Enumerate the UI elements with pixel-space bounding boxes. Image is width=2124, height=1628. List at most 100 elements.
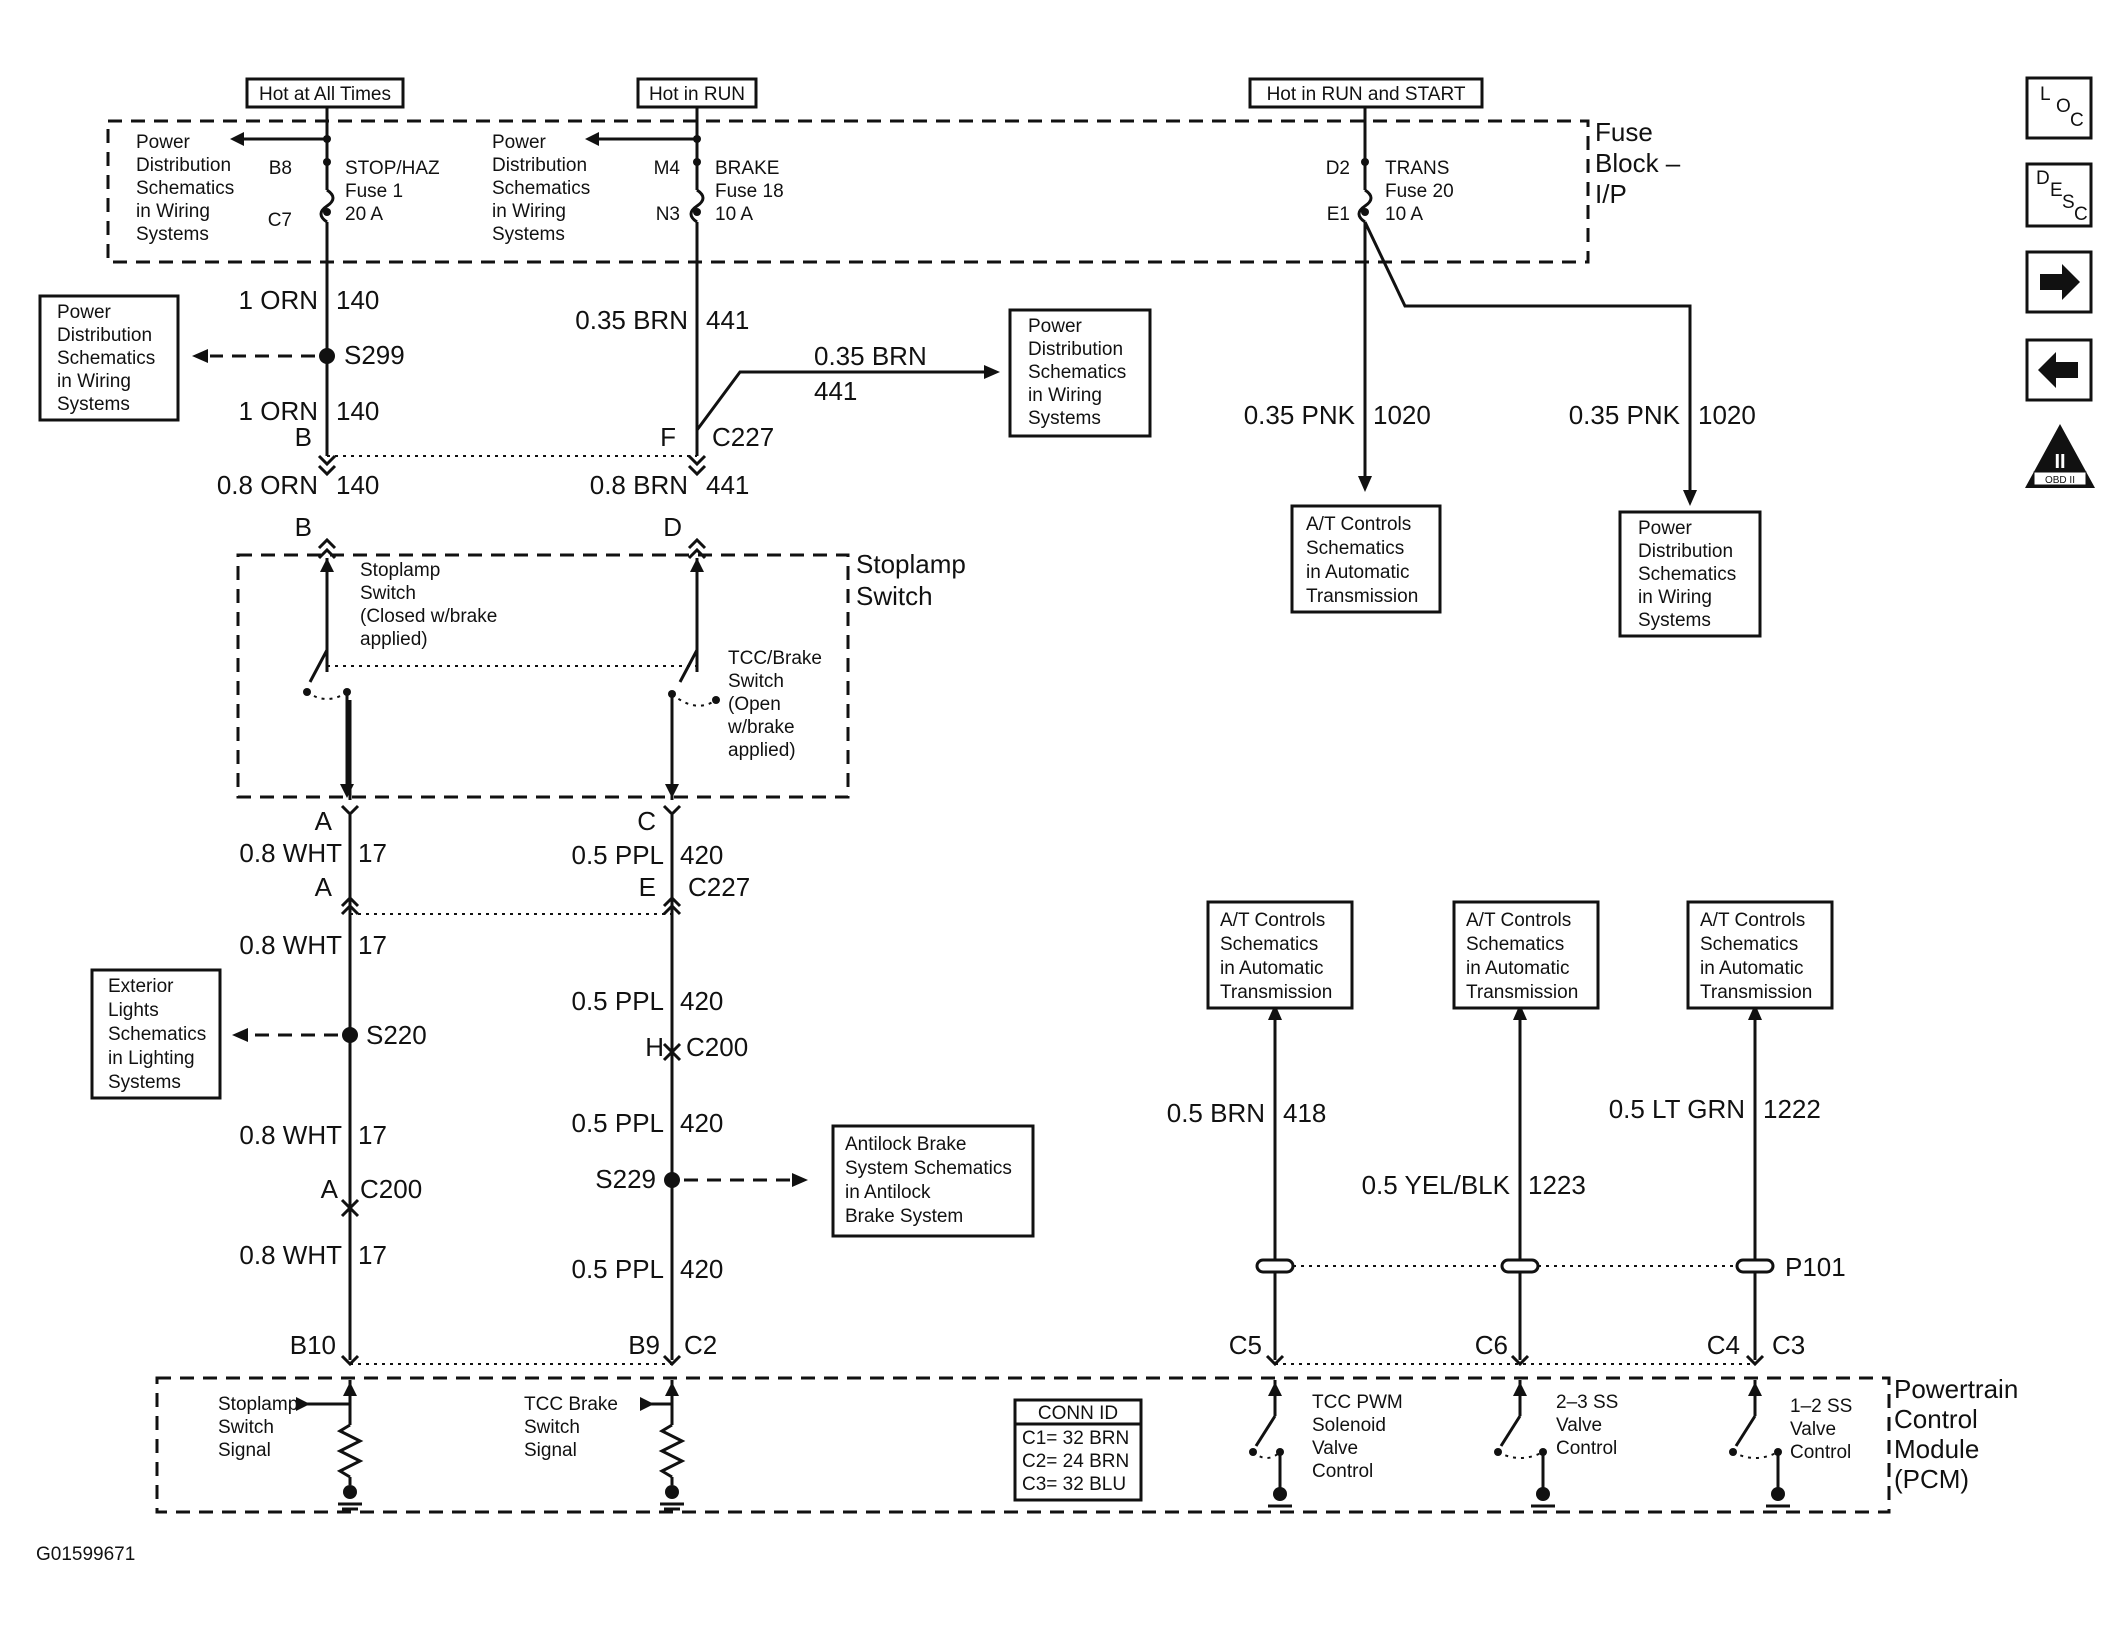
ref-at-1020[interactable]: A/T Controls Schematics in Automatic Tra… xyxy=(1290,504,1442,614)
tcc-brake-switch-label: TCC/Brake Switch (Open w/brake applied) xyxy=(727,648,822,761)
svg-text:in Automatic: in Automatic xyxy=(1700,958,1804,979)
stoplamp-switch-assembly: Stoplamp Switch xyxy=(236,549,966,799)
svg-text:420: 420 xyxy=(680,986,723,1016)
svg-text:C3= 32 BLU: C3= 32 BLU xyxy=(1022,1474,1126,1495)
ref-at-1223[interactable]: A/T Controls Schematics in Automatic Tra… xyxy=(1452,900,1600,1010)
ref-pd-441[interactable]: Power Distribution Schematics in Wiring … xyxy=(1008,308,1152,438)
svg-text:C6: C6 xyxy=(1475,1330,1508,1360)
wire-label-420-d: 0.5 PPL 420 xyxy=(571,1254,723,1284)
svg-text:S220: S220 xyxy=(366,1020,427,1050)
svg-text:STOP/HAZ: STOP/HAZ xyxy=(345,158,440,179)
svg-text:Brake System: Brake System xyxy=(845,1206,963,1227)
svg-text:Power: Power xyxy=(1638,518,1693,539)
svg-text:Stoplamp: Stoplamp xyxy=(218,1394,298,1415)
svg-text:H: H xyxy=(645,1032,664,1062)
next-arrow-button[interactable] xyxy=(2025,250,2093,314)
svg-text:0.35 BRN: 0.35 BRN xyxy=(575,305,688,335)
fuse-block-title: Fuse Block – I/P xyxy=(1595,117,1681,209)
svg-text:0.8 ORN: 0.8 ORN xyxy=(217,470,318,500)
ref-antilock-brake[interactable]: Antilock Brake System Schematics in Anti… xyxy=(831,1124,1035,1238)
svg-text:17: 17 xyxy=(358,838,387,868)
wire-label-17-b: 0.8 WHT 17 xyxy=(239,930,387,960)
svg-text:Schematics: Schematics xyxy=(1466,934,1564,955)
svg-text:0.8 BRN: 0.8 BRN xyxy=(590,470,688,500)
svg-text:OBD II: OBD II xyxy=(2045,475,2075,486)
svg-text:Solenoid: Solenoid xyxy=(1312,1415,1386,1436)
svg-text:1223: 1223 xyxy=(1528,1170,1586,1200)
svg-text:140: 140 xyxy=(336,470,379,500)
svg-text:Fuse: Fuse xyxy=(1595,117,1653,147)
wire-label-17-d: 0.8 WHT 17 xyxy=(239,1240,387,1270)
svg-text:I/P: I/P xyxy=(1595,179,1627,209)
conn-id-table: CONN ID C1= 32 BRN C2= 24 BRN C3= 32 BLU xyxy=(1013,1398,1143,1502)
loc-button[interactable]: L O C xyxy=(2025,76,2093,140)
svg-text:C3: C3 xyxy=(1772,1330,1805,1360)
svg-text:A/T Controls: A/T Controls xyxy=(1466,910,1571,931)
fuse-20-label: D2 E1 TRANS Fuse 20 10 A xyxy=(1326,158,1454,225)
svg-text:0.5 YEL/BLK: 0.5 YEL/BLK xyxy=(1362,1170,1511,1200)
ref-exterior-lights[interactable]: Exterior Lights Schematics in Lighting S… xyxy=(90,968,222,1100)
svg-text:Stoplamp: Stoplamp xyxy=(360,560,440,581)
svg-text:10 A: 10 A xyxy=(1385,204,1423,225)
svg-text:Control: Control xyxy=(1312,1461,1373,1482)
ref-at-418[interactable]: A/T Controls Schematics in Automatic Tra… xyxy=(1206,900,1354,1010)
svg-text:Distribution: Distribution xyxy=(136,155,231,176)
wire-label-441-branch: 0.35 BRN 441 xyxy=(814,341,1000,406)
ref-pd-s299[interactable]: Power Distribution Schematics in Wiring … xyxy=(38,294,180,422)
svg-text:Distribution: Distribution xyxy=(492,155,587,176)
svg-text:Hot in RUN and START: Hot in RUN and START xyxy=(1267,84,1466,105)
svg-text:N3: N3 xyxy=(656,204,680,225)
ref-at-1222[interactable]: A/T Controls Schematics in Automatic Tra… xyxy=(1686,900,1834,1010)
svg-text:System Schematics: System Schematics xyxy=(845,1158,1012,1179)
connector-c227-top: B F C227 B D xyxy=(295,422,774,560)
svg-text:Systems: Systems xyxy=(1638,610,1711,631)
svg-text:Control: Control xyxy=(1894,1404,1978,1434)
svg-text:D: D xyxy=(663,512,682,542)
svg-text:0.8 WHT: 0.8 WHT xyxy=(239,1240,342,1270)
stoplamp-switch-1-label: Stoplamp Switch (Closed w/brake applied) xyxy=(360,560,497,650)
svg-text:C227: C227 xyxy=(688,872,750,902)
svg-text:C2: C2 xyxy=(684,1330,717,1360)
svg-text:B: B xyxy=(295,422,312,452)
ref-pd-1020[interactable]: Power Distribution Schematics in Wiring … xyxy=(1618,510,1762,638)
svg-text:D: D xyxy=(2036,168,2050,189)
svg-text:II: II xyxy=(2054,451,2065,473)
svg-text:C1= 32 BRN: C1= 32 BRN xyxy=(1022,1428,1129,1449)
svg-text:Lights: Lights xyxy=(108,1000,159,1021)
svg-text:applied): applied) xyxy=(728,740,796,761)
wire-label-420-a: 0.5 PPL 420 xyxy=(571,840,723,870)
svg-text:Control: Control xyxy=(1556,1438,1617,1459)
svg-text:0.8 WHT: 0.8 WHT xyxy=(239,930,342,960)
ref-pd-fuse1[interactable]: Power Distribution Schematics in Wiring … xyxy=(136,132,234,245)
svg-text:C4: C4 xyxy=(1707,1330,1740,1360)
ref-pd-fuse18[interactable]: Power Distribution Schematics in Wiring … xyxy=(492,132,590,245)
svg-text:Transmission: Transmission xyxy=(1700,982,1812,1003)
arrow-right-icon xyxy=(2040,264,2080,300)
svg-text:S: S xyxy=(2062,192,2075,213)
svg-text:Stoplamp: Stoplamp xyxy=(856,549,966,579)
svg-text:2–3 SS: 2–3 SS xyxy=(1556,1392,1618,1413)
svg-text:Schematics: Schematics xyxy=(492,178,590,199)
svg-text:S229: S229 xyxy=(595,1164,656,1194)
wire-label-441-low: 0.8 BRN 441 xyxy=(590,470,750,500)
arrow-left-icon xyxy=(2038,352,2078,388)
desc-button[interactable]: D E S C xyxy=(2025,162,2093,228)
svg-text:C: C xyxy=(2070,110,2084,131)
circuit-418-wire: 0.5 BRN 418 xyxy=(1167,1004,1326,1360)
svg-text:(Closed w/brake: (Closed w/brake xyxy=(360,606,497,627)
svg-text:0.35 PNK: 0.35 PNK xyxy=(1569,400,1681,430)
svg-text:0.5 LT GRN: 0.5 LT GRN xyxy=(1609,1094,1745,1124)
svg-text:A: A xyxy=(315,806,333,836)
svg-text:Valve: Valve xyxy=(1312,1438,1358,1459)
prev-arrow-button[interactable] xyxy=(2025,338,2093,402)
svg-text:1 ORN: 1 ORN xyxy=(239,396,318,426)
svg-text:C2= 24 BRN: C2= 24 BRN xyxy=(1022,1451,1129,1472)
svg-text:A: A xyxy=(315,872,333,902)
svg-text:in Wiring: in Wiring xyxy=(136,201,210,222)
svg-text:C: C xyxy=(637,806,656,836)
svg-text:420: 420 xyxy=(680,840,723,870)
svg-text:Control: Control xyxy=(1790,1442,1851,1463)
svg-text:Transmission: Transmission xyxy=(1306,586,1418,607)
svg-text:Switch: Switch xyxy=(218,1417,274,1438)
svg-text:C5: C5 xyxy=(1229,1330,1262,1360)
